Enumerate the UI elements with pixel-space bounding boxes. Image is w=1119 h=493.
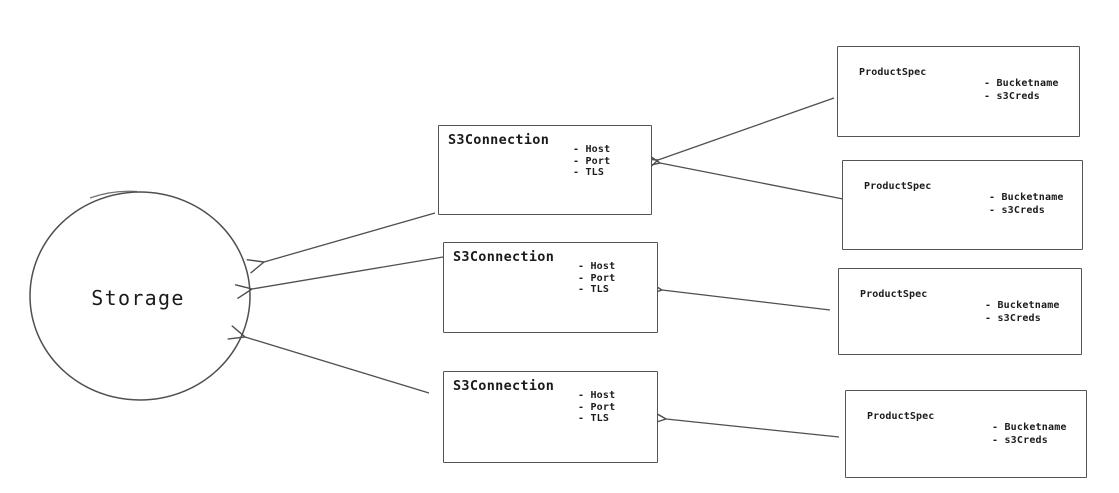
product-spec-attributes: - Bucketname - s3Creds — [984, 77, 1059, 103]
attribute-host: - Host — [578, 390, 616, 401]
s3-connection-attributes: - Host - Port - TLS — [578, 261, 615, 296]
attribute-tls: - TLS — [573, 167, 605, 178]
s3-connection-title: S3Connection — [453, 378, 555, 394]
attribute-bucketname: - Bucketname — [985, 300, 1060, 311]
product-spec-node-2[interactable]: ProductSpec - Bucketname - s3Creds — [842, 160, 1083, 250]
arrow-s3connection2-to-storage[interactable] — [234, 256, 444, 300]
storage-circle-sketch-stroke — [89, 190, 138, 199]
arrow-productspec3-to-s3connection2[interactable] — [645, 280, 831, 311]
product-spec-node-3[interactable]: ProductSpec - Bucketname - s3Creds — [838, 268, 1082, 355]
s3-connection-attributes: - Host - Port - TLS — [578, 390, 615, 425]
attribute-tls: - TLS — [578, 413, 610, 424]
s3-connection-attributes: - Host - Port - TLS — [573, 144, 610, 179]
product-spec-title: ProductSpec — [867, 411, 935, 422]
product-spec-node-1[interactable]: ProductSpec - Bucketname - s3Creds — [837, 46, 1080, 137]
arrow-productspec2-to-s3connection1[interactable] — [642, 152, 844, 200]
attribute-host: - Host — [578, 261, 616, 272]
product-spec-attributes: - Bucketname - s3Creds — [985, 299, 1060, 325]
attribute-port: - Port — [573, 155, 611, 167]
arrow-productspec4-to-s3connection3[interactable] — [649, 409, 840, 438]
s3-connection-title: S3Connection — [448, 132, 550, 148]
attribute-bucketname: - Bucketname — [984, 78, 1059, 89]
storage-label: Storage — [91, 286, 185, 310]
s3-connection-node-3[interactable]: S3Connection - Host - Port - TLS — [443, 371, 658, 463]
attribute-host: - Host — [573, 144, 611, 155]
attribute-tls: - TLS — [578, 284, 610, 295]
attribute-s3creds: - s3Creds — [985, 313, 1041, 324]
arrow-s3connection1-to-storage[interactable] — [246, 212, 436, 274]
product-spec-attributes: - Bucketname - s3Creds — [992, 421, 1067, 447]
product-spec-title: ProductSpec — [860, 289, 928, 300]
arrow-productspec1-to-s3connection1[interactable] — [640, 97, 835, 173]
attribute-s3creds: - s3Creds — [989, 205, 1045, 216]
product-spec-title: ProductSpec — [864, 181, 932, 192]
arrow-s3connection3-to-storage[interactable] — [227, 325, 430, 394]
attribute-s3creds: - s3Creds — [992, 435, 1048, 446]
s3-connection-title: S3Connection — [453, 249, 555, 265]
s3-connection-node-1[interactable]: S3Connection - Host - Port - TLS — [438, 125, 652, 215]
attribute-bucketname: - Bucketname — [992, 422, 1067, 433]
product-spec-title: ProductSpec — [859, 67, 927, 78]
product-spec-node-4[interactable]: ProductSpec - Bucketname - s3Creds — [845, 390, 1087, 478]
attribute-bucketname: - Bucketname — [989, 192, 1064, 203]
attribute-port: - Port — [578, 401, 616, 413]
s3-connection-node-2[interactable]: S3Connection - Host - Port - TLS — [443, 242, 658, 333]
attribute-port: - Port — [578, 272, 616, 284]
attribute-s3creds: - s3Creds — [984, 91, 1040, 102]
product-spec-attributes: - Bucketname - s3Creds — [989, 191, 1064, 217]
